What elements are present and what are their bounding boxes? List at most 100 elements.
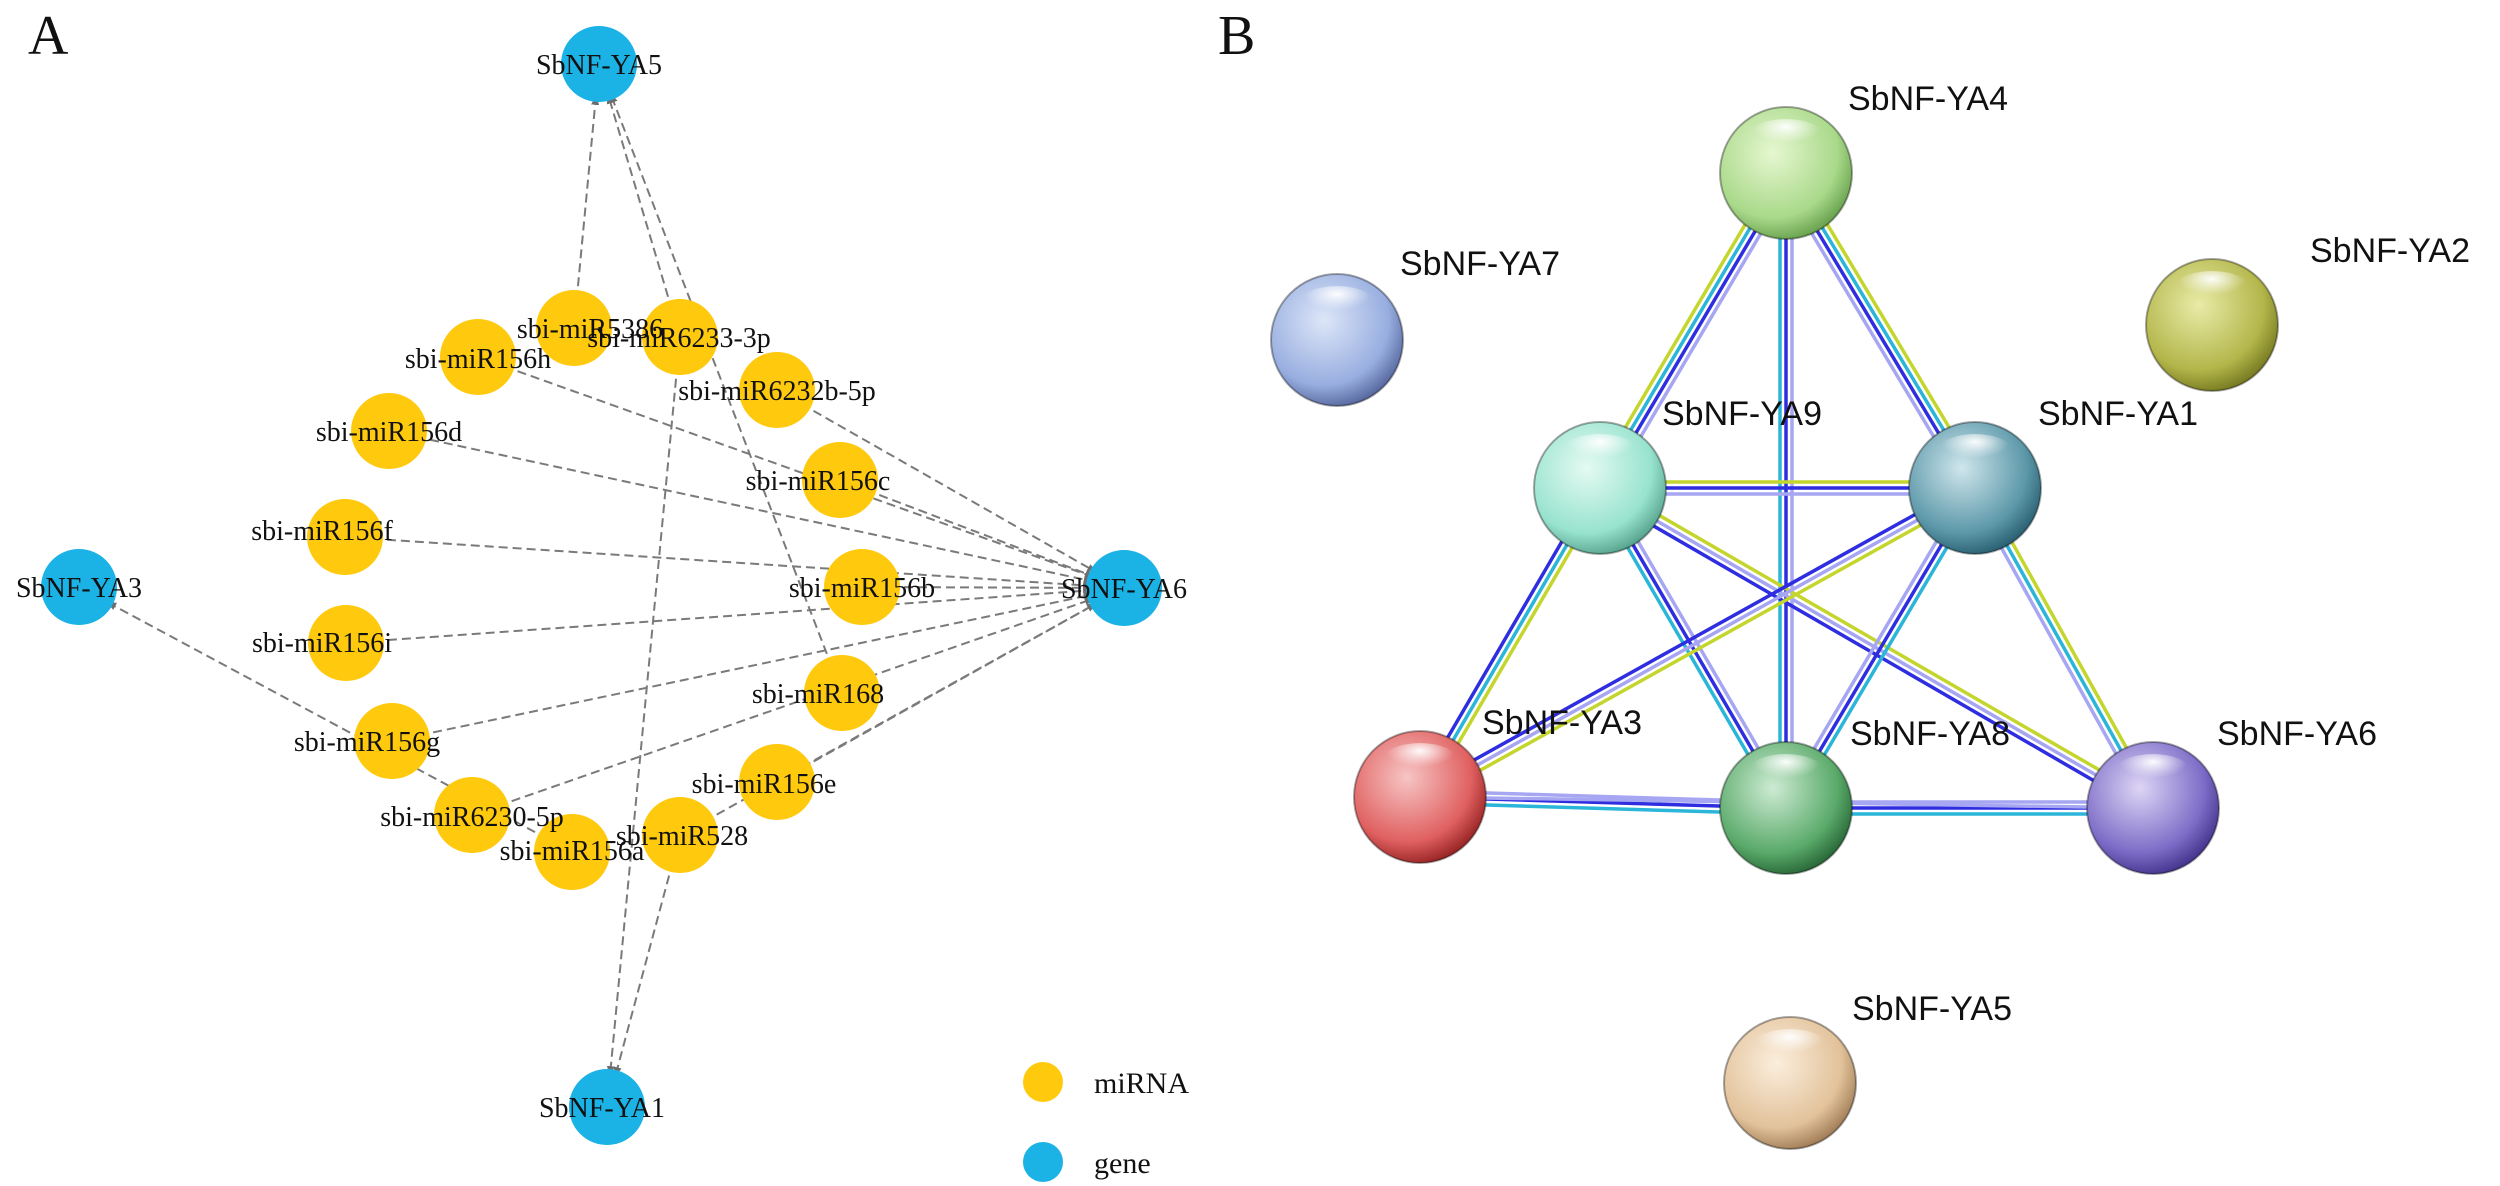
node-sbnf-ya8 [1719,741,1853,875]
node-sbi-mir156g [354,703,430,779]
node-sbnf-ya9 [1533,421,1667,555]
edge-sbi-mir156i-to-sbnf-ya6 [345,586,1094,644]
node-sbnf-ya3 [41,549,117,625]
edge-sbi-mir6232b-5p-to-sbnf-ya6 [776,389,1098,574]
label-sbnf-ya4: SbNF-YA4 [1848,80,2008,118]
edge-sbi-mir6233-3p-to-sbnf-ya5 [606,93,681,338]
label-sbi-mir156b: sbi-miR156b [789,573,935,604]
edge-sbi-mir5386-to-sbnf-ya5 [573,94,600,329]
label-sbnf-ya7: SbNF-YA7 [1400,245,1560,283]
edge-sbi-mir6230-5p-to-sbnf-ya6 [471,597,1095,816]
node-sbnf-ya1 [569,1069,645,1145]
edge-strand [1601,481,2158,805]
legend-mirna-label: miRNA [1094,1067,1189,1100]
label-sbnf-ya2: SbNF-YA2 [2310,232,2470,270]
edge-sbi-mir156b-to-sbnf-ya6 [861,583,1094,592]
edge-sbi-mir156f-to-sbnf-ya6 [344,536,1094,590]
edge-sbnf-ya4-sbnf-ya8 [1778,171,1794,810]
node-sbi-mir6232b-5p [739,352,815,428]
panel-b-label: B [1218,5,1255,67]
panel-a-mirna-network: A sbi-miR5386sbi-miR6233-3psbi-miR156hsb… [16,5,1189,1182]
label-sbi-mir156a: sbi-miR156a [500,836,645,867]
label-sbi-mir156f: sbi-miR156f [251,516,393,547]
node-sbi-mir156b [824,549,900,625]
label-sbnf-ya8: SbNF-YA8 [1850,715,2010,753]
node-highlight [2115,754,2191,790]
panel-a-nodes [41,26,1162,1145]
edge-sbi-mir156d-to-sbnf-ya6 [388,430,1094,584]
node-sbi-mir156f [307,499,383,575]
edge-sbnf-ya1-sbnf-ya3 [1415,481,1980,804]
legend-gene-swatch [1023,1142,1063,1182]
node-highlight [1748,754,1824,790]
edge-sbi-mir156h-to-sbnf-ya6 [477,356,1095,579]
label-sbnf-ya9: SbNF-YA9 [1662,395,1822,433]
node-sbnf-ya2 [2145,258,2279,392]
node-sbnf-ya6 [1086,550,1162,626]
node-highlight [1752,1029,1828,1065]
label-sbi-mir156e: sbi-miR156e [692,769,837,800]
label-sbi-mir6232b-5p: sbi-miR6232b-5p [678,376,876,407]
label-sbi-mir6230-5p: sbi-miR6230-5p [380,802,564,833]
label-sbi-mir6233-3p: sbi-miR6233-3p [587,323,771,354]
node-highlight [1562,434,1638,470]
label-sbi-mir5386: sbi-miR5386 [517,314,663,345]
label-sbnf-ya1: SbNF-YA1 [539,1093,665,1124]
edge-strand [1595,491,2152,815]
node-sbnf-ya4 [1719,106,1853,240]
node-highlight [1937,434,2013,470]
node-sbnf-ya7 [1270,273,1404,407]
label-sbnf-ya5: SbNF-YA5 [1852,990,2012,1028]
edge-strand [1415,481,1974,794]
node-sbnf-ya6 [2086,741,2220,875]
legend-gene-label: gene [1094,1147,1151,1180]
edge-strand [1418,486,1977,799]
label-sbi-mir168: sbi-miR168 [752,679,884,710]
node-sbi-mir5386 [536,290,612,366]
node-highlight [1748,119,1824,155]
edge-strand [1421,491,1980,804]
node-sbi-mir156h [440,319,516,395]
edge-sbnf-ya9-sbnf-ya6 [1595,481,2158,815]
edge-sbi-mir168-to-sbnf-ya5 [609,92,843,694]
label-sbi-mir156c: sbi-miR156c [746,466,891,497]
node-highlight [2174,271,2250,307]
edge-sbi-mir6233-3p-to-sbnf-ya1 [606,336,681,1077]
label-sbi-mir156i: sbi-miR156i [252,628,392,659]
label-sbnf-ya5: SbNF-YA5 [536,50,662,81]
panel-b-nodes [1270,106,2279,1150]
node-sbi-mir156a [534,814,610,890]
edge-strand [1598,486,2155,810]
edge-sbi-mir156g-to-sbnf-ya6 [391,592,1094,742]
node-sbi-mir528 [642,797,718,873]
node-highlight [1299,286,1375,322]
node-sbnf-ya3 [1353,730,1487,864]
panel-a-edges [106,92,1098,1078]
node-sbi-mir156c [802,442,878,518]
node-sbnf-ya5 [1723,1016,1857,1150]
label-sbi-mir156g: sbi-miR156g [294,727,440,758]
node-sbi-mir156i [308,605,384,681]
node-sbi-mir156e [739,744,815,820]
label-sbnf-ya6: SbNF-YA6 [2217,715,2377,753]
edge-sbi-mir528-to-sbnf-ya6 [679,602,1097,836]
label-sbnf-ya3: SbNF-YA3 [1482,704,1642,742]
edge-sbi-mir156c-to-sbnf-ya6 [839,479,1096,578]
label-sbnf-ya6: SbNF-YA6 [1061,574,1187,605]
label-sbi-mir156d: sbi-miR156d [316,417,462,448]
legend: miRNA gene [1023,1062,1189,1182]
node-sbnf-ya1 [1908,421,2042,555]
node-sbi-mir156d [351,393,427,469]
node-sbi-mir6233-3p [642,299,718,375]
panel-a-label: A [28,5,69,67]
legend-mirna-swatch [1023,1062,1063,1102]
label-sbnf-ya3: SbNF-YA3 [16,573,142,604]
node-sbnf-ya5 [561,26,637,102]
label-sbnf-ya1: SbNF-YA1 [2038,395,2198,433]
node-sbi-mir6230-5p [434,777,510,853]
label-sbi-mir156h: sbi-miR156h [405,344,551,375]
label-sbi-mir528: sbi-miR528 [616,821,748,852]
